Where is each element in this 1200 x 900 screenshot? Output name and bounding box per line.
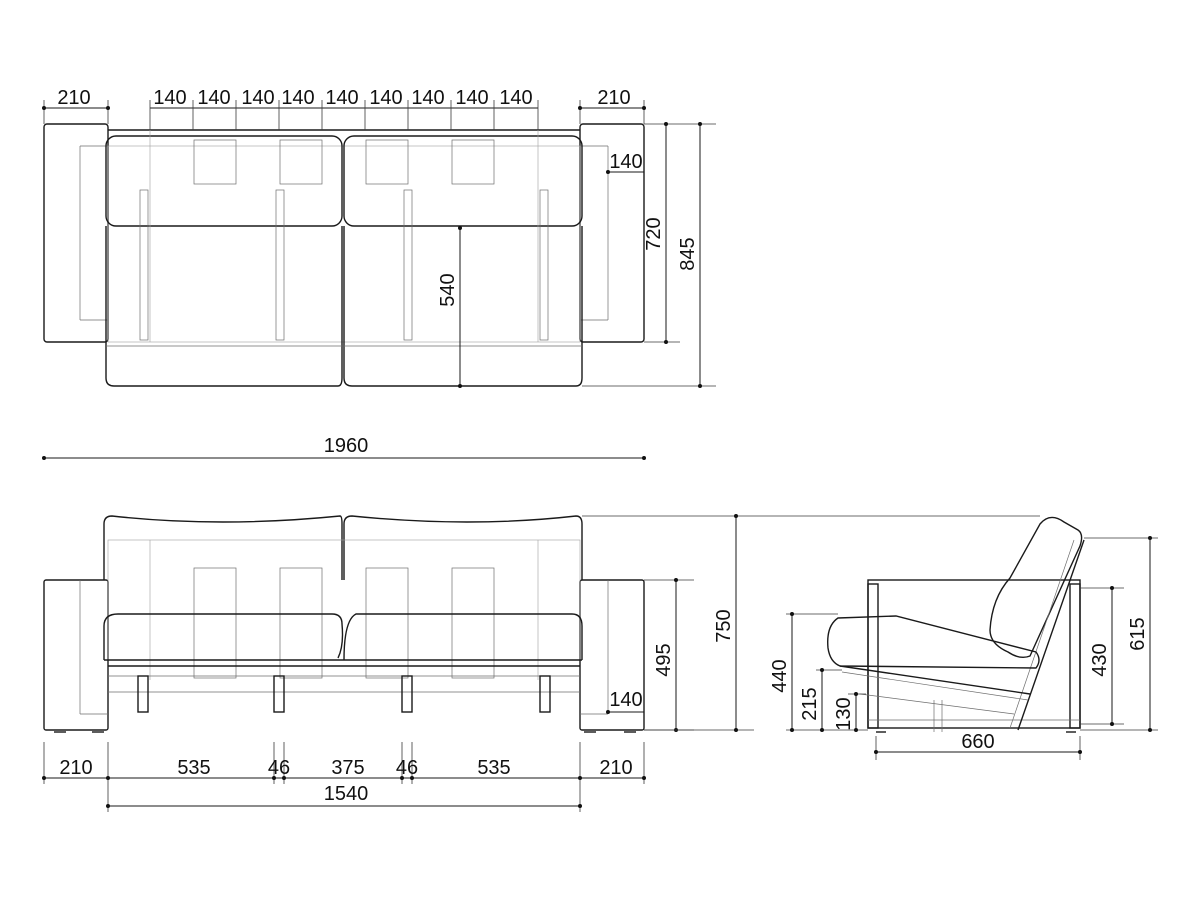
top-back-cushion-left bbox=[105, 135, 343, 227]
side-seat-height-label: 440 bbox=[769, 659, 791, 692]
side-depth-label: 660 bbox=[961, 731, 994, 753]
top-dimensions: 210 210 140 140 140 140 140 140 140 140 … bbox=[42, 87, 716, 388]
bottom-seat-right-label: 535 bbox=[477, 757, 510, 779]
top-arm-left-label: 210 bbox=[57, 87, 90, 109]
side-frame bbox=[867, 579, 1081, 729]
front-left-arm bbox=[43, 579, 109, 731]
front-arm-height-label: 495 bbox=[653, 643, 675, 676]
side-frame-height-label: 215 bbox=[799, 687, 821, 720]
top-back-cushion-right bbox=[343, 135, 583, 227]
bottom-center-label: 375 bbox=[331, 757, 364, 779]
side-clearance-label: 130 bbox=[833, 697, 855, 730]
side-view bbox=[827, 516, 1085, 733]
bottom-arm-left-label: 210 bbox=[59, 757, 92, 779]
overall-width-dimension: 1960 bbox=[42, 435, 646, 460]
front-leg-1 bbox=[137, 675, 149, 713]
top-arm-inner-label: 140 bbox=[609, 151, 642, 173]
front-seat-cushion-left bbox=[103, 613, 344, 660]
total-height-label: 750 bbox=[713, 609, 735, 642]
top-arm-right-label: 210 bbox=[597, 87, 630, 109]
spacing-label-7: 140 bbox=[411, 87, 444, 109]
front-view bbox=[43, 515, 645, 733]
top-view bbox=[43, 123, 645, 387]
front-leg-4 bbox=[539, 675, 551, 713]
front-back-cushion-left bbox=[103, 515, 343, 580]
bottom-leg-right-label: 46 bbox=[396, 757, 418, 779]
total-depth-label: 845 bbox=[677, 237, 699, 270]
bottom-seat-left-label: 535 bbox=[177, 757, 210, 779]
front-dimensions: 140 495 750 210 535 46 375 46 535 210 bbox=[42, 514, 1040, 812]
spacing-label-9: 140 bbox=[499, 87, 532, 109]
spacing-label-8: 140 bbox=[455, 87, 488, 109]
front-back-cushion-right bbox=[343, 515, 583, 580]
top-left-arm bbox=[43, 123, 109, 343]
arm-depth-label: 720 bbox=[643, 217, 665, 250]
front-leg-2 bbox=[273, 675, 285, 713]
spacing-label-6: 140 bbox=[369, 87, 402, 109]
side-seat-cushion bbox=[827, 615, 1040, 669]
front-arm-inner-label: 140 bbox=[609, 689, 642, 711]
spacing-label-5: 140 bbox=[325, 87, 358, 109]
spacing-label-4: 140 bbox=[281, 87, 314, 109]
seat-depth-label: 540 bbox=[437, 273, 459, 306]
spacing-label-1: 140 bbox=[153, 87, 186, 109]
front-leg-3 bbox=[401, 675, 413, 713]
side-arm-height-label: 430 bbox=[1089, 643, 1111, 676]
bottom-arm-right-label: 210 bbox=[599, 757, 632, 779]
spacing-label-2: 140 bbox=[197, 87, 230, 109]
side-dimensions: 440 215 130 430 615 660 bbox=[769, 536, 1158, 760]
inner-width-label: 1540 bbox=[324, 783, 369, 805]
spacing-label-3: 140 bbox=[241, 87, 274, 109]
overall-width-label: 1960 bbox=[324, 435, 369, 457]
side-back-height-label: 615 bbox=[1127, 617, 1149, 650]
front-seat-cushion-right bbox=[343, 613, 583, 661]
bottom-leg-left-label: 46 bbox=[268, 757, 290, 779]
side-back-cushion bbox=[989, 516, 1083, 659]
